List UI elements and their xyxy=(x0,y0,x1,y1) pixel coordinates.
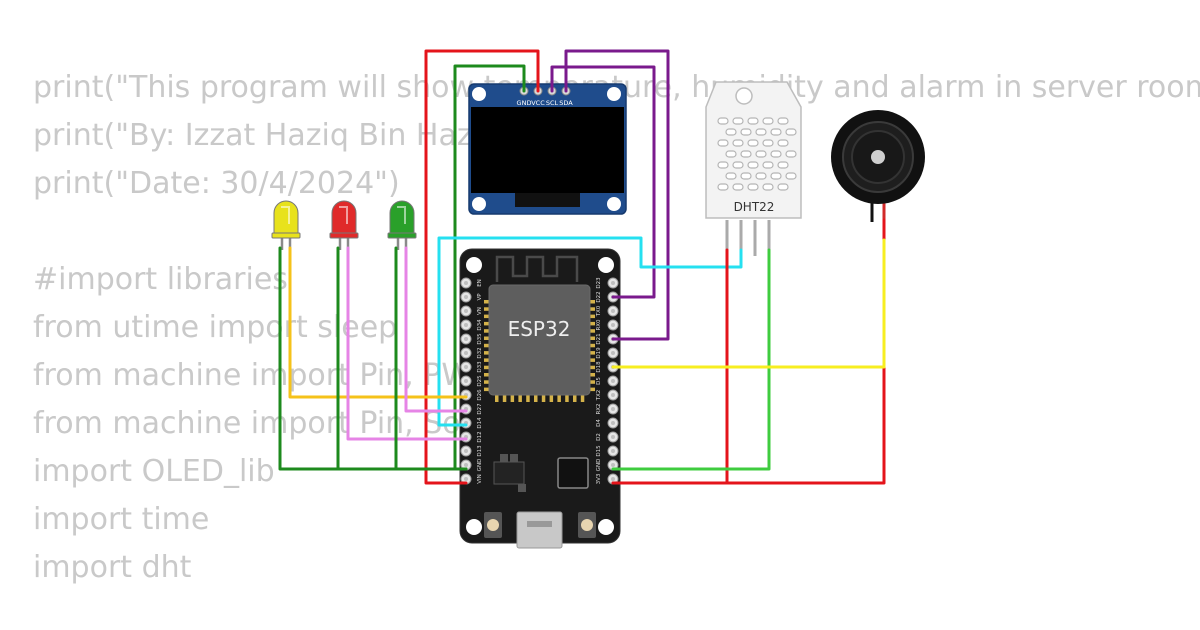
dht-grill-slot xyxy=(740,172,752,180)
dht-grill-slot xyxy=(732,117,744,125)
esp32-pin-label: GND xyxy=(477,459,483,472)
esp32-pin-label: TX2 xyxy=(596,390,602,402)
esp32-pin-label: D23 xyxy=(596,277,602,289)
esp32-pin-label: D18 xyxy=(596,361,602,373)
dht-grill-slot xyxy=(777,117,789,125)
esp32-pin-label: D22 xyxy=(596,291,602,302)
esp32-pin-label: TX0 xyxy=(596,305,602,317)
dht-grill-slot xyxy=(717,183,729,191)
dht-grill-slot xyxy=(732,161,744,169)
dht22-sensor[interactable]: DHT22 xyxy=(705,81,802,256)
esp32-pin-label: D14 xyxy=(477,417,483,429)
dht22-label: DHT22 xyxy=(734,200,775,214)
dht-grill-slot xyxy=(747,161,759,169)
esp32-pin-label: VN xyxy=(477,307,483,315)
dht-grill-slot xyxy=(717,161,729,169)
dht-grill-slot xyxy=(755,172,767,180)
dht-grill-slot xyxy=(747,183,759,191)
dht-grill-slot xyxy=(762,183,774,191)
esp32-pin-label: D26 xyxy=(477,389,483,401)
led-red[interactable] xyxy=(329,200,359,250)
dht-grill-slot xyxy=(762,161,774,169)
dht-grill-slot xyxy=(770,128,782,136)
dht-grill-slot xyxy=(777,183,789,191)
dht-grill-slot xyxy=(770,150,782,158)
esp32-pin-label: D27 xyxy=(477,403,483,415)
esp32-pin-label: D13 xyxy=(477,445,483,457)
esp32-pin-label: D19 xyxy=(596,347,602,359)
esp32-board[interactable]: ESP32 ENVPVND34D35D32D33D25D26D27D14D12D… xyxy=(459,248,621,549)
esp32-pin-label: D2 xyxy=(596,433,602,441)
dht-grill-slot xyxy=(740,128,752,136)
esp32-pin-label: RX0 xyxy=(596,319,602,331)
wire-oled-vcc[interactable] xyxy=(424,49,540,485)
esp32-pin-label: D15 xyxy=(596,445,602,457)
esp32-pin-label: D21 xyxy=(596,333,602,344)
esp32-pin-label: D4 xyxy=(596,419,602,427)
dht-grill-slot xyxy=(785,150,797,158)
wire-oled-sda[interactable] xyxy=(564,49,670,341)
dht-grill-slot xyxy=(785,172,797,180)
esp32-pin-label: EN xyxy=(477,279,483,287)
dht-grill-slot xyxy=(747,139,759,147)
dht-grill-slot xyxy=(770,172,782,180)
oled-pin-label: GND xyxy=(517,99,532,107)
esp32-pin-label: D5 xyxy=(596,377,602,385)
wire-led-red-gnd[interactable] xyxy=(336,246,468,471)
dht-grill-slot xyxy=(725,128,737,136)
buzzer[interactable] xyxy=(831,110,925,222)
dht-grill-slot xyxy=(777,139,789,147)
wire-led-green-gnd[interactable] xyxy=(394,246,468,471)
dht-grill-slot xyxy=(732,139,744,147)
esp32-pin-label: GND xyxy=(596,459,602,472)
wire-led-green[interactable] xyxy=(404,246,468,413)
dht-grill-slot xyxy=(717,139,729,147)
esp32-pin-label: D12 xyxy=(477,431,483,442)
wire-dht-data[interactable] xyxy=(437,236,743,427)
dht-grill-slot xyxy=(762,117,774,125)
dht-grill-slot xyxy=(725,172,737,180)
dht-grill-slot xyxy=(725,150,737,158)
dht-grill-slot xyxy=(785,128,797,136)
esp32-pin-label: VP xyxy=(477,293,483,301)
esp32-pin-label: D34 xyxy=(477,319,483,331)
esp32-pin-label: VIN xyxy=(477,474,483,484)
dht-grill-slot xyxy=(762,139,774,147)
oled-pin-label: VCC xyxy=(531,99,545,107)
led-yellow[interactable] xyxy=(271,200,301,250)
wire-dht-gnd[interactable] xyxy=(611,248,771,471)
dht-grill-slot xyxy=(740,150,752,158)
esp32-pin-label: D33 xyxy=(477,361,483,373)
dht-grill-slot xyxy=(732,183,744,191)
dht-grill-slot xyxy=(717,117,729,125)
esp32-pin-label: D35 xyxy=(477,333,483,345)
esp32-label: ESP32 xyxy=(508,317,571,341)
wire-buzzer-signal[interactable] xyxy=(611,238,886,369)
wire-oled-scl[interactable] xyxy=(550,65,656,299)
wire-led-red[interactable] xyxy=(346,246,468,441)
esp32-pin-label: RX2 xyxy=(596,403,602,414)
oled-pin-label: SDA xyxy=(559,99,573,107)
oled-pin-label: SCL xyxy=(546,99,559,107)
esp32-pin-label: 3V3 xyxy=(596,473,602,484)
esp32-pin-label: D32 xyxy=(477,347,483,358)
dht-grill-slot xyxy=(755,128,767,136)
dht-grill-slot xyxy=(777,161,789,169)
dht-grill-slot xyxy=(755,150,767,158)
dht-grill-slot xyxy=(747,117,759,125)
led-green[interactable] xyxy=(387,200,417,250)
esp32-pin-label: D25 xyxy=(477,375,483,387)
